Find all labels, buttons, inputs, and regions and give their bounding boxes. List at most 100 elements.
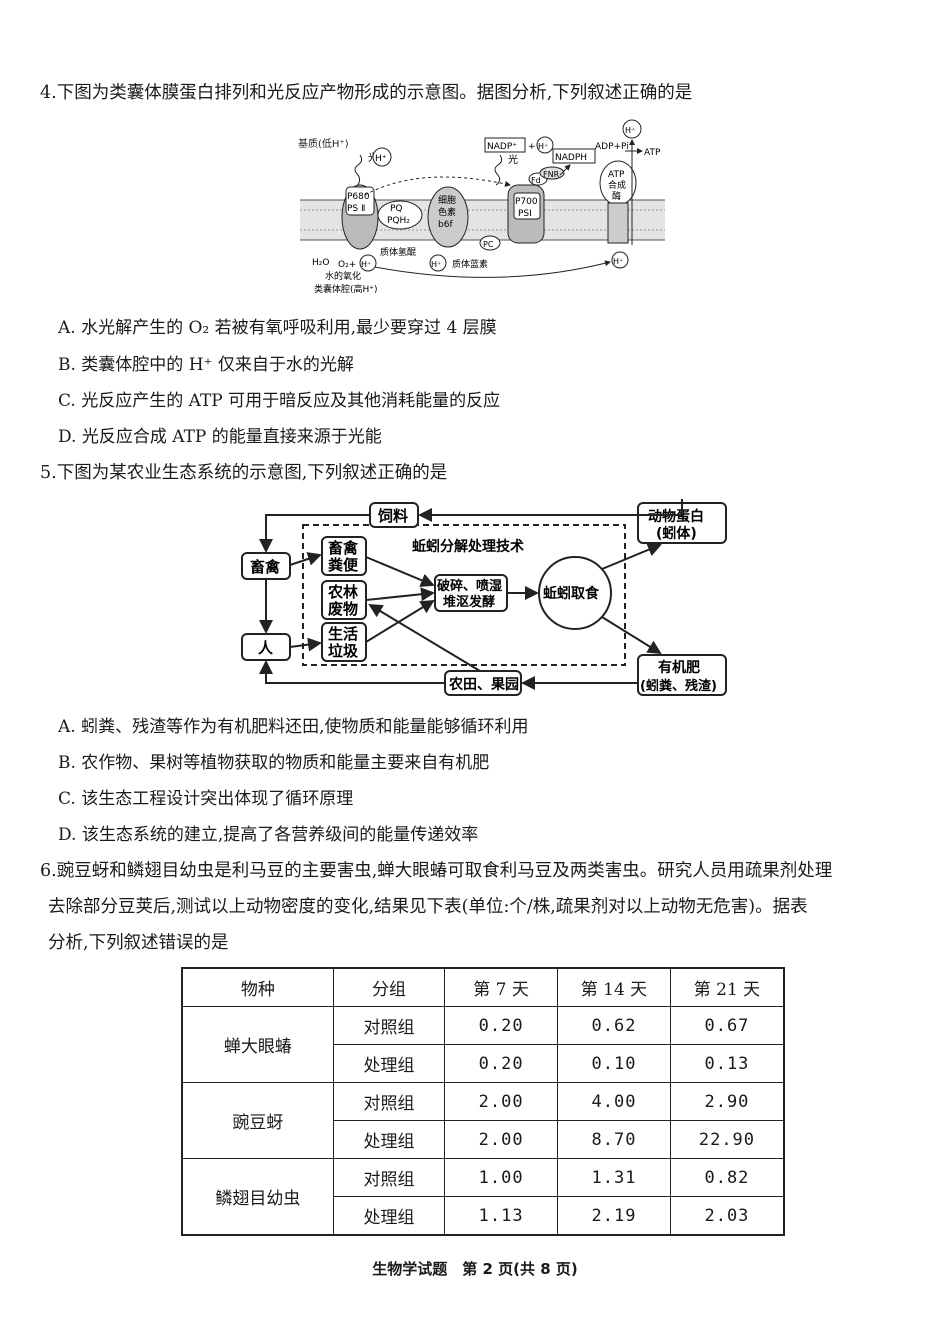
atp-synthase: ATP 合成 酶 [599, 160, 637, 244]
svg-text:b6f: b6f [438, 220, 453, 230]
question-6-stem-line-1: 6.豌豆蚜和鳞翅目幼虫是利马豆的主要害虫,蝉大眼蝽可取食利马豆及两类害虫。研究人… [40, 861, 833, 881]
svg-text:(蚓体): (蚓体) [656, 525, 697, 542]
water-label: H₂O [312, 258, 329, 268]
value-cell: 0.67 [669, 1006, 785, 1045]
value-cell: 0.82 [669, 1158, 785, 1197]
value-cell: 22.90 [669, 1120, 785, 1159]
thylakoid-membrane-diagram: 基质(低H⁺) 光 H⁺ P680 PS Ⅱ PQ PQH₂ 细胞 色素 b6f… [298, 119, 665, 295]
value-cell: 1.00 [444, 1158, 559, 1197]
group-cell: 处理组 [332, 1044, 446, 1083]
group-cell: 处理组 [332, 1120, 446, 1159]
value-cell: 4.00 [557, 1082, 671, 1121]
svg-text:(蚓粪、残渣): (蚓粪、残渣) [640, 678, 717, 694]
q5-option-b: B. 农作物、果树等植物获取的物质和能量主要来自有机肥 [58, 753, 490, 773]
question-6-stem-line-3: 分析,下列叙述错误的是 [48, 933, 229, 953]
table-row: 蝉大眼蝽 对照组 0.20 0.62 0.67 [181, 1006, 785, 1083]
svg-text:破碎、喷湿: 破碎、喷湿 [437, 578, 502, 594]
value-cell: 0.10 [557, 1044, 671, 1083]
svg-text:农林: 农林 [327, 583, 359, 601]
q5-option-c: C. 该生态工程设计突出体现了循环原理 [58, 789, 354, 809]
stroma-label: 基质(低H⁺) [298, 137, 349, 150]
earthworm-node [538, 556, 612, 630]
svg-text:Fd: Fd [531, 176, 541, 185]
svg-text:H⁺: H⁺ [361, 260, 371, 269]
svg-text:农田、果园: 农田、果园 [448, 676, 519, 693]
value-cell: 2.00 [444, 1120, 559, 1159]
value-cell: 2.19 [557, 1196, 671, 1236]
value-cell: 0.13 [669, 1044, 785, 1083]
svg-text:酶: 酶 [612, 190, 621, 202]
table-row: 豌豆蚜 对照组 2.00 4.00 2.90 [181, 1082, 785, 1159]
table-row: 处理组 2.00 8.70 22.90 [182, 1120, 785, 1159]
svg-text:P680: P680 [347, 192, 370, 202]
value-cell: 0.20 [444, 1044, 559, 1083]
page-footer: 生物学试题 第 2 页(共 8 页) [372, 1260, 578, 1278]
q4-option-d: D. 光反应合成 ATP 的能量直接来源于光能 [58, 427, 382, 447]
svg-text:H⁺: H⁺ [625, 126, 635, 135]
svg-text:H⁺: H⁺ [431, 260, 441, 269]
svg-text:PS Ⅱ: PS Ⅱ [347, 204, 365, 214]
svg-text:动物蛋白: 动物蛋白 [648, 508, 704, 525]
question-4-stem: 4.下图为类囊体膜蛋白排列和光反应产物形成的示意图。据图分析,下列叙述正确的是 [40, 83, 693, 103]
header-species: 物种 [181, 967, 334, 1007]
pq-carrier: PQ PQH₂ [377, 200, 423, 230]
svg-text:人: 人 [258, 639, 274, 657]
pc-label: PC [483, 240, 494, 249]
svg-text:废物: 废物 [328, 600, 358, 618]
svg-text:PQH₂: PQH₂ [387, 216, 410, 226]
plastocyanin-label: 质体蓝素 [452, 258, 488, 270]
svg-text:有机肥: 有机肥 [658, 659, 700, 676]
group-cell: 对照组 [332, 1158, 446, 1197]
manure-box [321, 536, 367, 576]
q5-option-a: A. 蚓粪、残渣等作为有机肥料还田,使物质和能量能够循环利用 [58, 717, 529, 737]
adp-label: ADP+Pi [595, 142, 629, 152]
density-table: 物种 分组 第 7 天 第 14 天 第 21 天 蝉大眼蝽 对照组 0.20 … [181, 967, 785, 1236]
value-cell: 0.62 [557, 1006, 671, 1045]
water-oxidation-label: 水的氧化 [325, 270, 361, 282]
svg-text:垃圾: 垃圾 [328, 642, 359, 660]
svg-text:生活: 生活 [328, 625, 358, 643]
agro-ecosystem-diagram: 蚯蚓分解处理技术 饲料 畜禽 人 畜禽 粪便 农林 废物 生活 垃圾 破碎、喷湿… [241, 499, 727, 696]
value-cell: 0.20 [444, 1006, 559, 1045]
q4-option-c: C. 光反应产生的 ATP 可用于暗反应及其他消耗能量的反应 [58, 391, 501, 411]
svg-text:蚯蚓取食: 蚯蚓取食 [543, 585, 600, 602]
lumen-label: 类囊体腔(高H⁺) [314, 283, 378, 295]
plastoquinone-label: 质体氢醌 [380, 246, 416, 258]
nadp-label: NADP⁺ [487, 142, 517, 152]
nadph-label: NADPH [555, 153, 587, 163]
svg-text:畜禽: 畜禽 [250, 558, 281, 576]
svg-text:FNR: FNR [543, 170, 560, 179]
group-cell: 处理组 [332, 1196, 446, 1236]
svg-text:畜禽: 畜禽 [328, 539, 359, 557]
group-cell: 对照组 [332, 1006, 446, 1045]
value-cell: 2.00 [444, 1082, 559, 1121]
svg-text:粪便: 粪便 [328, 556, 359, 574]
svg-text:P700: P700 [515, 197, 538, 207]
question-5-stem: 5.下图为某农业生态系统的示意图,下列叙述正确的是 [40, 463, 448, 483]
svg-text:+: + [528, 142, 536, 152]
q4-option-a: A. 水光解产生的 O₂ 若被有氧呼吸利用,最少要穿过 4 层膜 [58, 318, 497, 338]
header-day7: 第 7 天 [444, 967, 559, 1007]
value-cell: 8.70 [557, 1120, 671, 1159]
table-row: 处理组 1.13 2.19 2.03 [182, 1196, 785, 1236]
svg-text:ATP: ATP [608, 170, 625, 180]
species-cell: 蝉大眼蝽 [181, 1006, 334, 1083]
fertilizer-box [637, 654, 727, 696]
tech-label: 蚯蚓分解处理技术 [412, 538, 524, 555]
o2-label: O₂+ [338, 260, 356, 270]
cytochrome-b6f: 细胞 色素 b6f [427, 186, 469, 248]
value-cell: 2.90 [669, 1082, 785, 1121]
table-row: 处理组 0.20 0.10 0.13 [182, 1044, 785, 1083]
svg-text:合成: 合成 [608, 179, 626, 191]
svg-text:色素: 色素 [438, 206, 456, 218]
table-header-row: 物种 分组 第 7 天 第 14 天 第 21 天 [181, 967, 785, 1007]
species-cell: 豌豆蚜 [181, 1082, 334, 1159]
header-group: 分组 [332, 967, 446, 1007]
svg-text:H⁺: H⁺ [538, 142, 548, 151]
svg-text:PSI: PSI [518, 209, 532, 219]
svg-text:细胞: 细胞 [438, 194, 456, 206]
header-day14: 第 14 天 [557, 967, 671, 1007]
svg-text:PQ: PQ [390, 204, 403, 214]
value-cell: 1.31 [557, 1158, 671, 1197]
svg-text:饲料: 饲料 [377, 507, 408, 525]
